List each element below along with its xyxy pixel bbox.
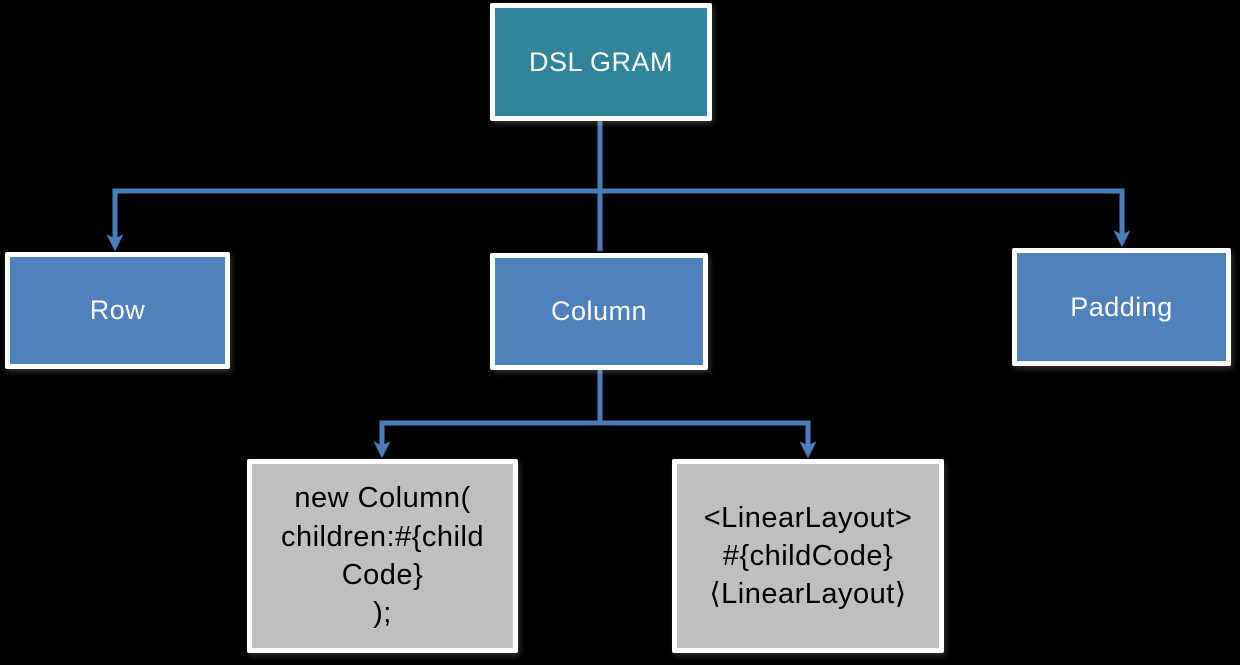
node-dart-code-snippet: new Column( children:#{child Code} ); — [247, 459, 518, 653]
node-column-label: Column — [550, 296, 648, 326]
node-column: Column — [490, 253, 708, 370]
node-xml-code-snippet: <LinearLayout> #{childCode} ⟨LinearLayou… — [672, 459, 944, 653]
node-row-label: Row — [89, 295, 146, 325]
node-row: Row — [5, 252, 230, 369]
dart-code-text: new Column( children:#{child Code} ); — [280, 482, 485, 630]
node-padding-label: Padding — [1070, 291, 1173, 322]
node-dsl-gram-label: DSL GRAM — [528, 46, 674, 77]
node-dsl-gram: DSL GRAM — [490, 3, 712, 121]
xml-code-text: <LinearLayout> #{childCode} ⟨LinearLayou… — [703, 501, 913, 611]
node-padding: Padding — [1012, 248, 1231, 366]
